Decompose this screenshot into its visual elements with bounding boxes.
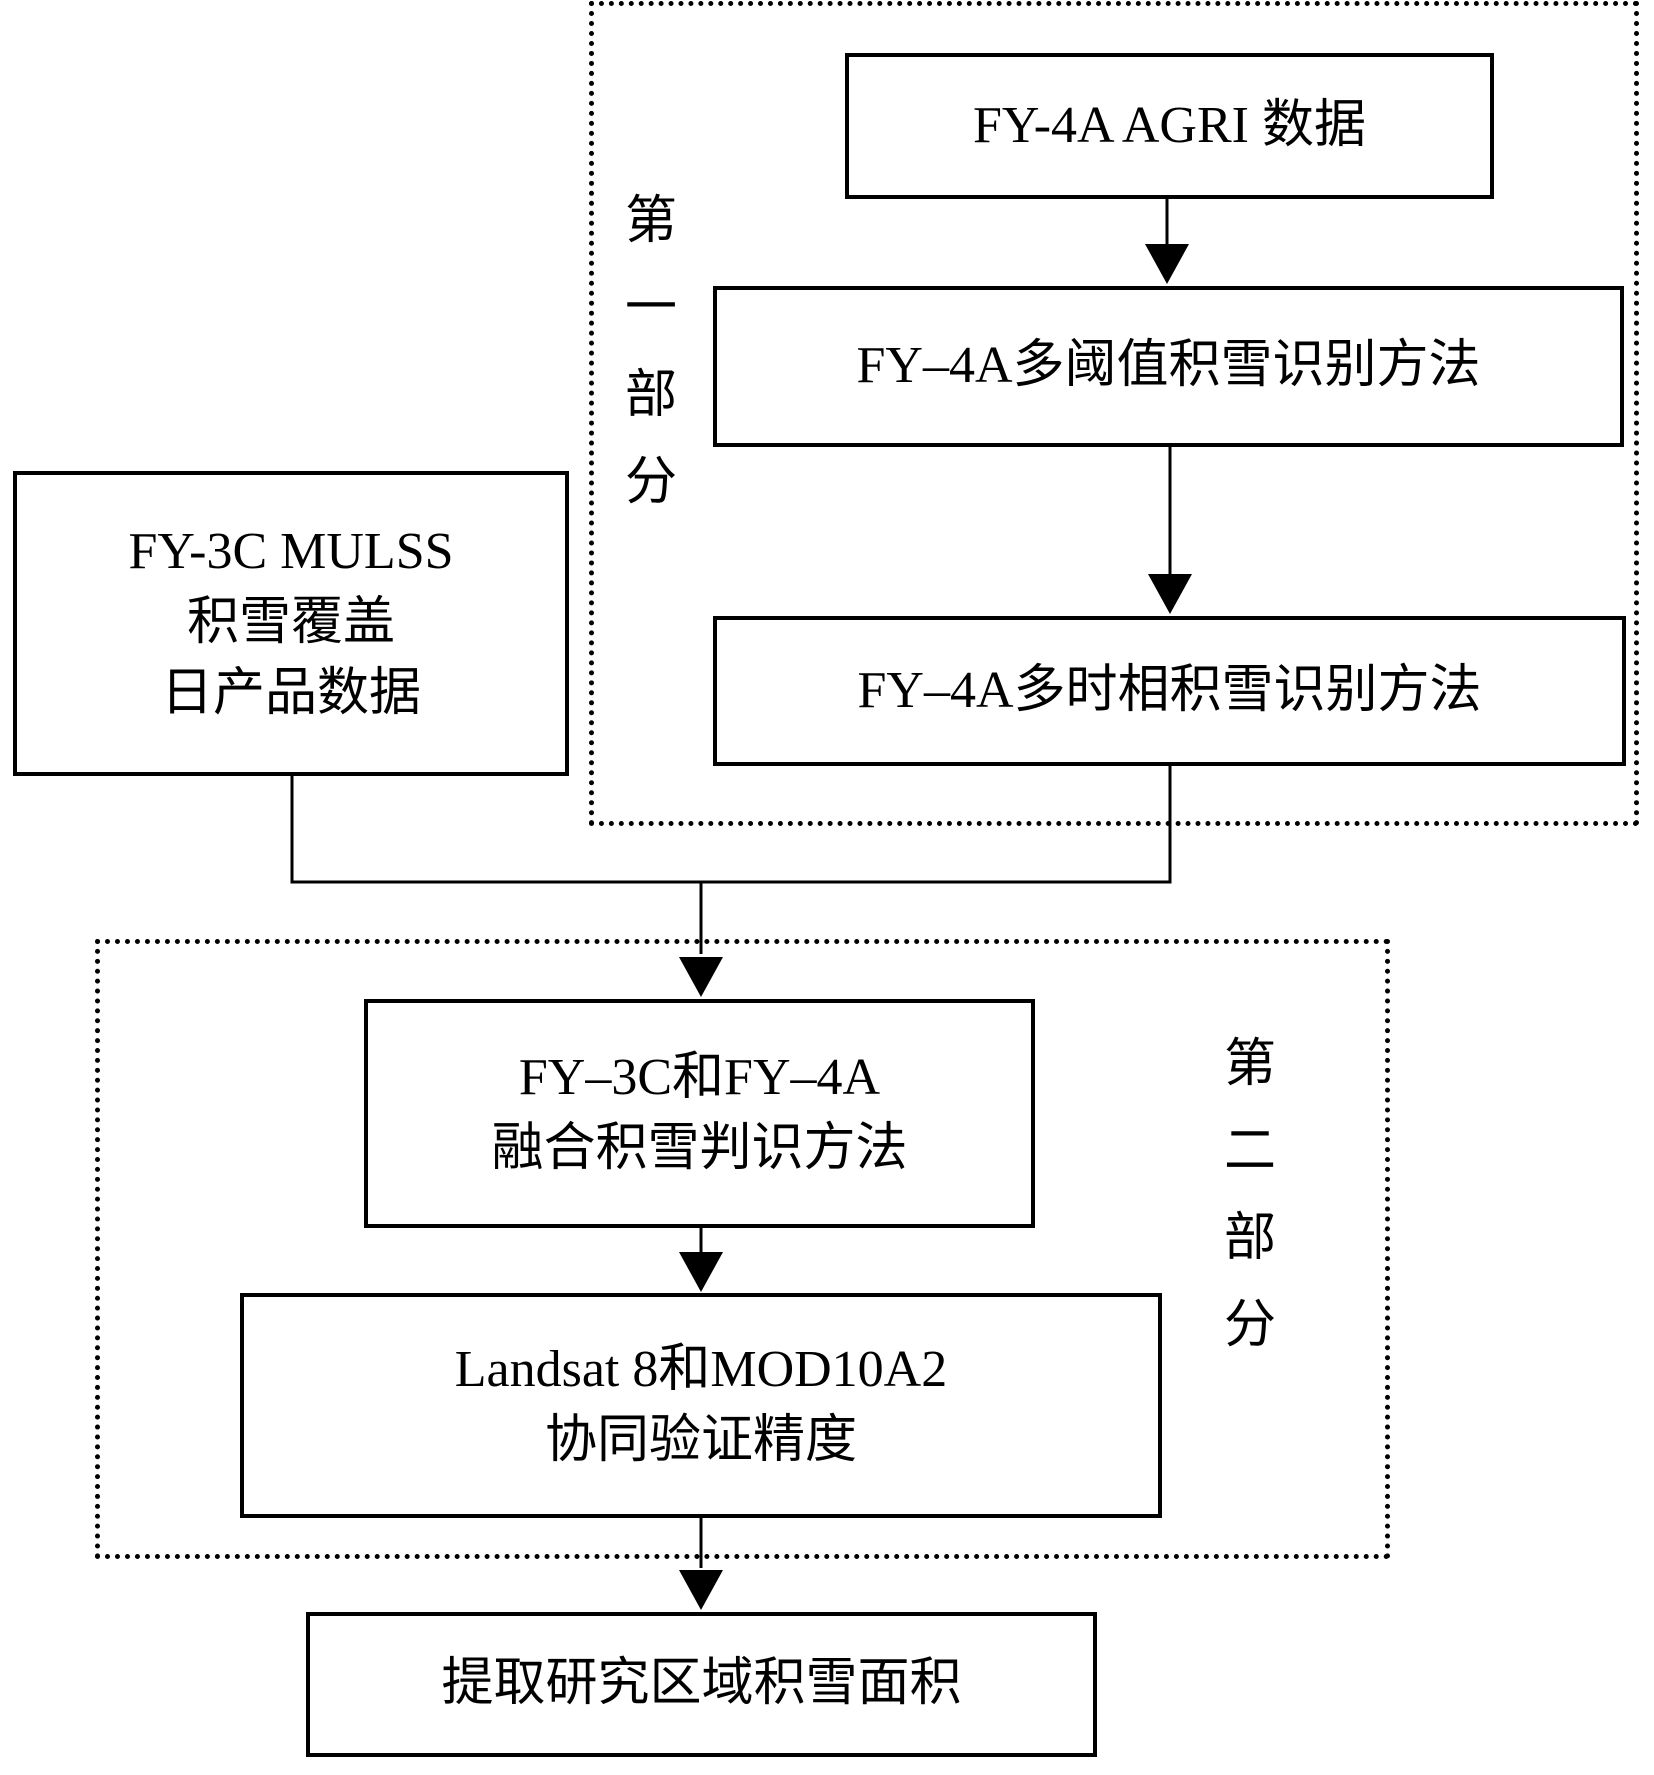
- fy3c-mulss-product-label: FY-3C MULSS 积雪覆盖 日产品数据: [128, 523, 454, 722]
- validation-box: Landsat 8和MOD10A2 协同验证精度: [240, 1293, 1162, 1518]
- arrowhead-validation-to-extract: [679, 1570, 723, 1610]
- part1-group-border: [589, 1, 1639, 826]
- validation-label: Landsat 8和MOD10A2 协同验证精度: [454, 1340, 948, 1469]
- extract-area-label: 提取研究区域积雪面积: [441, 1655, 962, 1713]
- arrowhead-threshold-to-temporal: [1148, 574, 1192, 614]
- fy4a-agri-data-label: FY-4A AGRI 数据: [973, 96, 1366, 154]
- part2-group-border: [95, 939, 1390, 1559]
- fusion-method-label: FY–3C和FY–4A 融合积雪判识方法: [491, 1048, 908, 1177]
- part2-label: 第二部分: [1223, 1036, 1276, 1354]
- fy4a-multi-threshold-label: FY–4A多阈值积雪识别方法: [856, 337, 1481, 395]
- part1-label: 第一部分: [624, 193, 677, 511]
- arrowhead-merge-to-fusion: [679, 957, 723, 997]
- arrowhead-fusion-to-validation: [679, 1252, 723, 1292]
- fy4a-agri-data-box: FY-4A AGRI 数据: [845, 53, 1494, 199]
- fy4a-multi-temporal-box: FY–4A多时相积雪识别方法: [713, 616, 1626, 766]
- fy4a-multi-temporal-label: FY–4A多时相积雪识别方法: [857, 661, 1482, 719]
- arrowhead-agri-to-threshold: [1145, 244, 1189, 284]
- fusion-method-box: FY–3C和FY–4A 融合积雪判识方法: [364, 999, 1035, 1228]
- fy4a-multi-threshold-box: FY–4A多阈值积雪识别方法: [713, 286, 1624, 447]
- fy3c-mulss-product-box: FY-3C MULSS 积雪覆盖 日产品数据: [13, 471, 569, 776]
- extract-area-box: 提取研究区域积雪面积: [306, 1612, 1097, 1757]
